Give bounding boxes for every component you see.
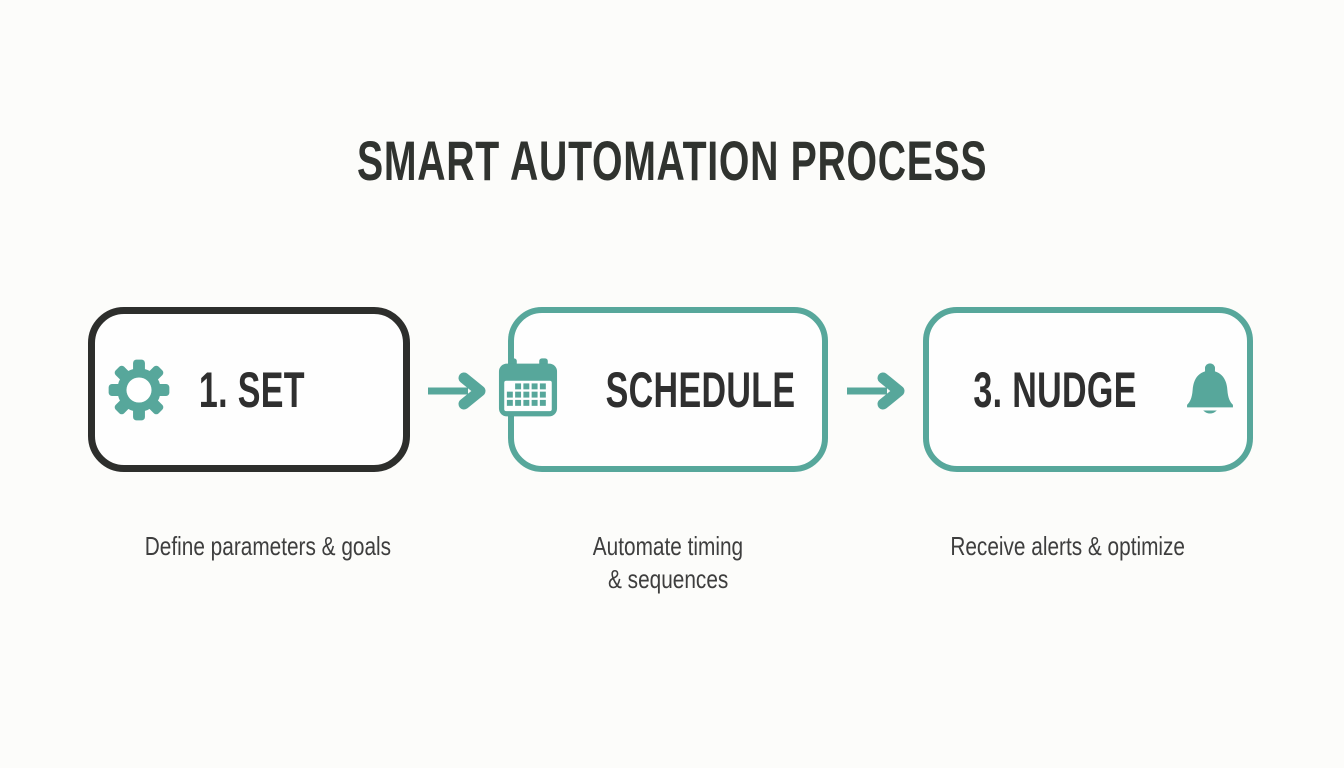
caption-text: & sequences — [607, 564, 729, 594]
step-box-schedule: SCHEDULE — [499, 307, 828, 472]
title-wrap: SMART AUTOMATION PROCESS — [0, 128, 1344, 193]
caption-text: Receive alerts & optimize — [950, 531, 1186, 561]
calendar-icon — [495, 357, 561, 423]
caption-text: Automate timing — [592, 531, 744, 561]
arrow-right-icon — [847, 372, 905, 410]
step-box-nudge: 3. NUDGE — [923, 307, 1253, 472]
caption-text: Define parameters & goals — [144, 531, 392, 561]
step-caption-set: Define parameters & goals — [18, 530, 518, 563]
step-box-set: 1. SET — [88, 307, 410, 472]
step-label-nudge: 3. NUDGE — [973, 361, 1137, 418]
gear-icon — [106, 357, 172, 423]
bell-icon — [1179, 357, 1241, 423]
arrow-right-icon — [428, 372, 486, 410]
page-title: SMART AUTOMATION PROCESS — [356, 129, 988, 192]
step-caption-schedule: Automate timing & sequences — [418, 530, 918, 596]
step-caption-nudge: Receive alerts & optimize — [818, 530, 1318, 563]
step-label-schedule: SCHEDULE — [606, 361, 796, 418]
step-label-set: 1. SET — [199, 361, 305, 418]
